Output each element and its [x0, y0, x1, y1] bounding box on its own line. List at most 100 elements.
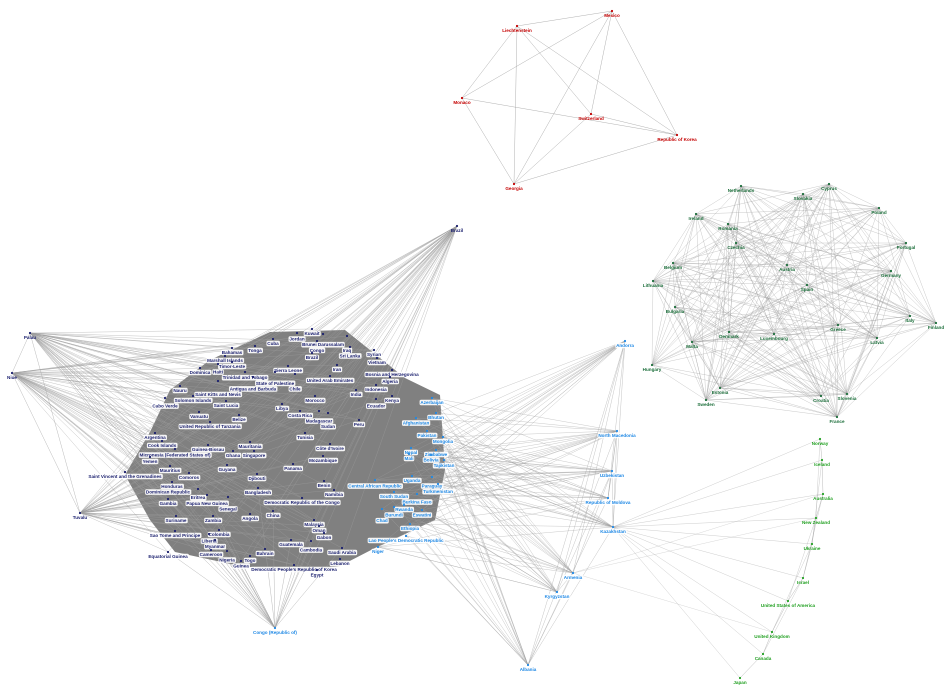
node-dot[interactable]	[321, 454, 325, 458]
node-blue-inner[interactable]: South Sudan	[379, 490, 410, 500]
node-dot[interactable]	[310, 351, 314, 355]
node-blue-inner[interactable]: Afghanistan	[401, 416, 431, 426]
node-navy-inner[interactable]: Mauritania	[237, 440, 263, 450]
node-dot[interactable]	[303, 431, 307, 435]
node-dot[interactable]	[810, 542, 814, 546]
node-navy-inner[interactable]: Namibia	[324, 488, 345, 498]
node-navy-inner[interactable]: Comoros	[178, 471, 201, 481]
node-dot[interactable]	[908, 314, 912, 318]
node-navy-inner[interactable]: Marshall Islands	[206, 354, 245, 364]
node-dot[interactable]	[198, 366, 202, 370]
node-chain[interactable]: Israel	[797, 576, 809, 585]
node-dot[interactable]	[526, 663, 530, 667]
node-dot[interactable]	[420, 508, 424, 512]
node-dot[interactable]	[248, 554, 252, 558]
node-dot[interactable]	[256, 486, 260, 490]
node-blue-inner[interactable]: Nepal	[403, 446, 419, 456]
node-navy-inner[interactable]: Indonesia	[364, 383, 388, 393]
node-dot[interactable]	[441, 435, 445, 439]
node-europe[interactable]: Spain	[801, 283, 814, 292]
node-dot[interactable]	[726, 222, 730, 226]
node-dot[interactable]	[205, 493, 209, 497]
node-navy-inner[interactable]: Syrian	[366, 348, 383, 358]
node-dot[interactable]	[286, 364, 290, 368]
node-navy-inner[interactable]: Equatorial Guinea	[147, 550, 189, 560]
node-dot[interactable]	[785, 263, 789, 267]
node-europe[interactable]: Malta	[686, 340, 698, 349]
node-dot[interactable]	[340, 546, 344, 550]
node-dot[interactable]	[818, 437, 822, 441]
node-dot[interactable]	[213, 538, 217, 542]
node-blue-inner[interactable]: Tajikistan	[432, 458, 456, 469]
node-dot[interactable]	[317, 409, 321, 413]
node-dot[interactable]	[408, 522, 412, 526]
node-dot[interactable]	[414, 416, 418, 420]
node-blue-inner[interactable]: Mali	[403, 452, 415, 462]
node-navy-inner[interactable]: Gambia	[158, 497, 178, 507]
node-dot[interactable]	[436, 482, 440, 486]
node-dot[interactable]	[321, 332, 325, 336]
node-dot[interactable]	[889, 269, 893, 273]
node-dot[interactable]	[206, 443, 210, 447]
node-red[interactable]: Mexico	[604, 9, 620, 18]
node-dot[interactable]	[216, 362, 220, 366]
node-dot[interactable]	[821, 492, 825, 496]
node-navy-inner[interactable]: Bahamas	[220, 346, 244, 356]
node-dot[interactable]	[173, 447, 177, 451]
node-dot[interactable]	[289, 538, 293, 542]
node-europe[interactable]: Romania	[718, 222, 738, 231]
node-navy-inner[interactable]: Cameroon	[198, 548, 224, 558]
node-navy-inner[interactable]: Guinea-Bissau	[191, 443, 226, 453]
node-red[interactable]: Georgia	[505, 182, 523, 191]
node-europe[interactable]: Czechia	[727, 241, 745, 250]
node-navy-inner[interactable]: Zambia	[204, 514, 223, 524]
node-dot[interactable]	[786, 599, 790, 603]
node-navy-inner[interactable]: Solomon Islands	[173, 394, 213, 404]
node-dot[interactable]	[10, 371, 14, 375]
node-navy-inner[interactable]: United Republic of Tanzania	[178, 420, 242, 430]
node-europe[interactable]: Lithuania	[643, 279, 664, 288]
node-europe[interactable]: Greece	[830, 323, 846, 332]
node-navy-inner[interactable]: Democratic Republic of the Congo	[263, 496, 341, 506]
node-europe[interactable]: Cyprus	[821, 182, 837, 191]
node-dot[interactable]	[819, 394, 823, 398]
node-europe[interactable]: Italy	[905, 314, 915, 323]
node-dot[interactable]	[328, 442, 332, 446]
node-navy-inner[interactable]: Cambodia	[299, 539, 324, 553]
node-dot[interactable]	[225, 549, 229, 553]
node-dot[interactable]	[611, 525, 615, 529]
node-chain[interactable]: Australia	[813, 492, 833, 501]
node-navy-inner[interactable]: Costa Rica	[287, 409, 314, 419]
node-navy-inner[interactable]: Iraq	[341, 334, 353, 354]
node-europe[interactable]: Netherlands	[728, 184, 755, 193]
node-navy-inner[interactable]: Tunisia	[296, 431, 315, 441]
node-navy-inner[interactable]: Haiti	[212, 362, 224, 375]
node-europe[interactable]: Ireland	[688, 212, 704, 221]
node-navy-inner[interactable]: Guinea	[232, 559, 251, 569]
node-navy-inner[interactable]: Yemen	[141, 455, 159, 465]
node-dot[interactable]	[291, 462, 295, 466]
node-europe[interactable]: Finland	[928, 321, 945, 330]
node-navy-inner[interactable]: Tonga	[247, 344, 263, 354]
node-navy-inner[interactable]: Cuba	[266, 337, 280, 347]
node-dot[interactable]	[348, 345, 352, 349]
node-dot[interactable]	[434, 411, 438, 415]
node-dot[interactable]	[374, 383, 378, 387]
node-chain[interactable]: Japan	[733, 676, 747, 685]
node-chain[interactable]: Ukraine	[804, 542, 821, 551]
node-dot[interactable]	[390, 368, 394, 372]
node-dot[interactable]	[315, 568, 319, 572]
node-red[interactable]: Republic of Korea	[657, 133, 697, 142]
node-europe[interactable]: Slovakia	[794, 192, 813, 201]
node-dot[interactable]	[402, 503, 406, 507]
node-dot[interactable]	[820, 458, 824, 462]
node-navy-inner[interactable]: Antigua and Barbuda	[228, 375, 278, 392]
node-dot[interactable]	[148, 455, 152, 459]
node-navy-inner[interactable]: Guyana	[217, 463, 237, 473]
node-dot[interactable]	[415, 492, 419, 496]
node-dot[interactable]	[460, 96, 464, 100]
node-navy-inner[interactable]: Ecuador	[366, 397, 387, 409]
node-blue-inner[interactable]: Central African Republic	[347, 478, 403, 489]
node-dot[interactable]	[380, 507, 384, 511]
node-europe[interactable]: Poland	[871, 206, 887, 215]
